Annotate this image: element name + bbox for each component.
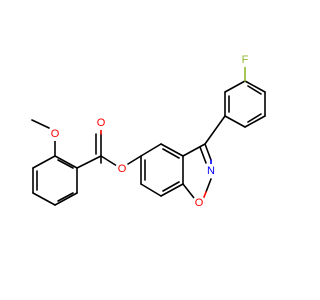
bond [160, 183, 184, 197]
nitrogen-label: N [207, 165, 215, 177]
methoxy-oxygen-label: O [51, 128, 60, 140]
ester-oxygen-label: O [118, 163, 127, 175]
carbonyl-oxygen-atom: O [94, 116, 108, 130]
methoxy-oxygen-atom: O [48, 127, 62, 141]
bond [199, 146, 207, 164]
bond [244, 115, 266, 128]
bond [160, 143, 184, 157]
carbonyl-oxygen-label: O [97, 117, 106, 129]
bond [162, 148, 180, 159]
bond [32, 192, 56, 206]
bond [57, 192, 74, 202]
bond [162, 181, 180, 192]
ester-oxygen-atom: O [115, 162, 129, 176]
bond [224, 80, 246, 93]
bond [204, 143, 212, 161]
bond-layer [31, 80, 266, 206]
bond [182, 143, 206, 157]
bond [204, 115, 226, 145]
bond [54, 155, 78, 169]
bond [32, 155, 56, 169]
ring-nitrogen-atom: N [204, 164, 218, 178]
label-background [238, 53, 252, 67]
bond [247, 85, 262, 95]
label-background [115, 162, 129, 176]
molecule-structure-diagram: F N O O O O [31, 53, 266, 210]
ring-oxygen-atom: O [192, 196, 206, 210]
bond [127, 155, 142, 165]
fluorine-atom: F [238, 53, 252, 67]
bond [100, 155, 118, 167]
bond [57, 159, 74, 169]
bond [140, 143, 162, 157]
bond [31, 119, 50, 129]
label-background [48, 127, 62, 141]
hetero-bond-layer [100, 65, 246, 203]
bond [247, 113, 262, 123]
bond [140, 183, 162, 197]
ring-oxygen-label: O [195, 197, 204, 209]
bond [182, 183, 195, 199]
bond [224, 115, 246, 128]
label-background [204, 164, 218, 178]
fluorine-label: F [242, 54, 249, 66]
atom-label-layer: F N O O O O [48, 53, 252, 210]
label-background [192, 196, 206, 210]
bond [54, 192, 78, 206]
bond [205, 178, 212, 193]
bond [244, 80, 266, 93]
label-background [94, 116, 108, 130]
bond [76, 155, 102, 169]
